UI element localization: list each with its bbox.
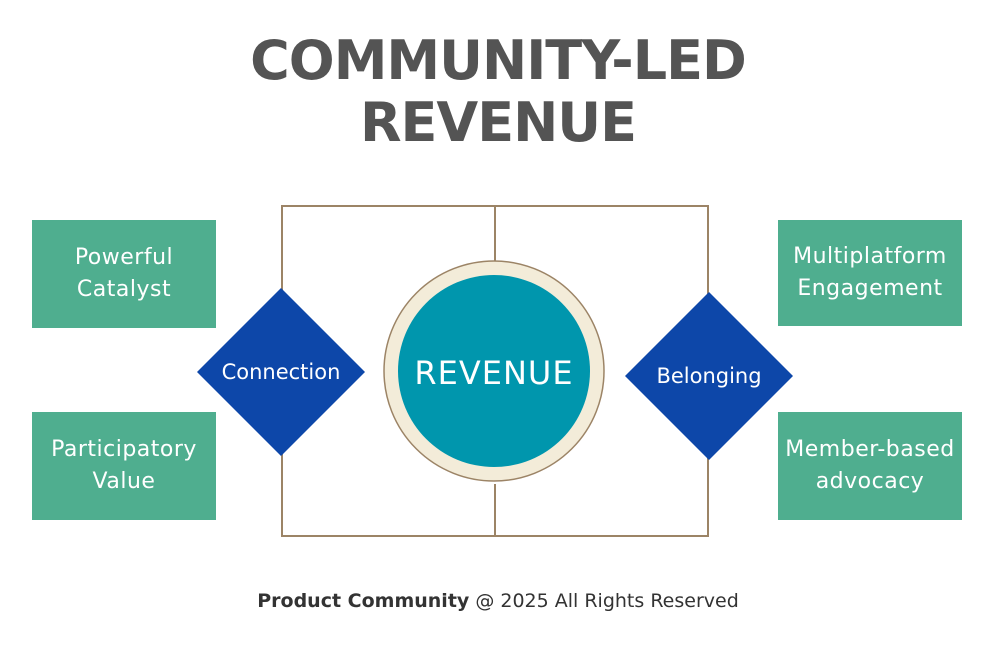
footer-copyright: Product Community @ 2025 All Rights Rese… <box>0 590 996 612</box>
footer-brand: Product Community <box>257 590 470 612</box>
box-multiplatform-engagement: Multiplatform Engagement <box>778 220 962 326</box>
title-line-2: REVENUE <box>359 91 637 154</box>
diamond-belonging-label: Belonging <box>656 364 762 388</box>
box-member-based-advocacy: Member-based advocacy <box>778 412 962 520</box>
box-powerful-catalyst: Powerful Catalyst <box>32 220 216 328</box>
diamond-belonging <box>625 292 793 460</box>
title-line-1: COMMUNITY-LED <box>250 29 747 92</box>
diamond-connection <box>197 288 365 456</box>
revenue-circle-label: REVENUE <box>414 354 574 392</box>
box-powerful-catalyst-label: Powerful Catalyst <box>74 245 174 302</box>
box-participatory-value-label: Participatory Value <box>51 437 197 494</box>
footer-rights: @ 2025 All Rights Reserved <box>469 590 739 612</box>
box-multiplatform-engagement-label: Multiplatform Engagement <box>793 244 947 301</box>
box-participatory-value: Participatory Value <box>32 412 216 520</box>
revenue-circle <box>398 275 590 467</box>
diamond-connection-label: Connection <box>221 360 341 384</box>
diagram-title: COMMUNITY-LED REVENUE <box>0 30 996 154</box>
box-member-based-advocacy-label: Member-based advocacy <box>785 437 955 494</box>
